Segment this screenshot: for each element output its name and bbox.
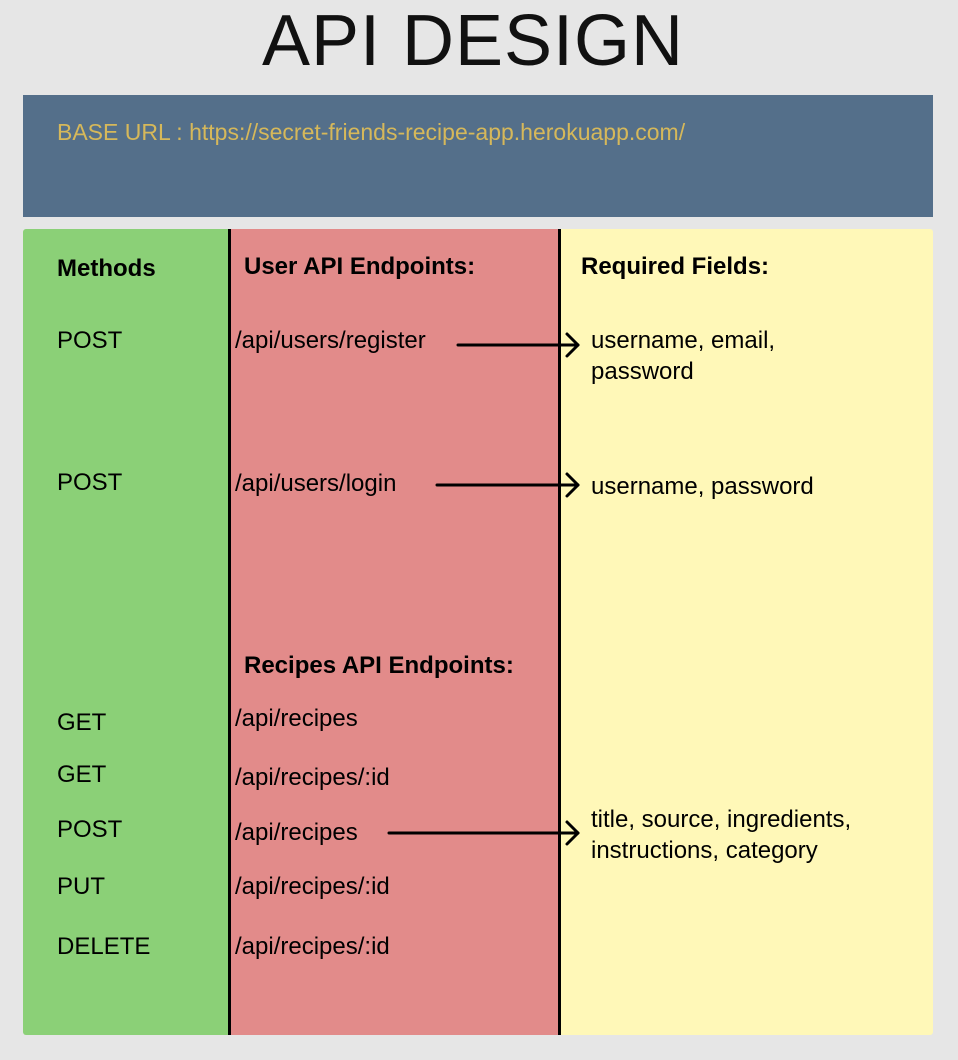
user-endpoints-heading: User API Endpoints:: [244, 253, 476, 280]
endpoints-column: [229, 229, 560, 1035]
endpoint-path: /api/users/register: [235, 327, 426, 354]
column-divider-right: [558, 229, 561, 1035]
method-label: GET: [57, 761, 107, 788]
column-divider-left: [228, 229, 231, 1035]
base-url-text: BASE URL : https://secret-friends-recipe…: [57, 119, 686, 145]
base-url-banner: BASE URL : https://secret-friends-recipe…: [23, 95, 933, 217]
endpoint-path: /api/users/login: [235, 470, 397, 497]
required-fields-heading: Required Fields:: [581, 253, 770, 280]
recipes-endpoints-heading: Recipes API Endpoints:: [244, 652, 514, 679]
endpoint-path: /api/recipes: [235, 705, 358, 732]
page-title: API DESIGN: [261, 1, 685, 81]
endpoint-path: /api/recipes/:id: [235, 933, 390, 960]
required-fields-text: username, password: [591, 473, 814, 500]
methods-heading: Methods: [57, 255, 156, 282]
method-label: PUT: [57, 873, 105, 900]
required-fields-column: [560, 229, 933, 1035]
required-fields-text: username, email,: [591, 327, 776, 354]
endpoint-path: /api/recipes/:id: [235, 873, 390, 900]
required-fields-text: title, source, ingredients,: [591, 806, 852, 833]
required-fields-text: password: [591, 358, 694, 385]
methods-column: [23, 229, 229, 1035]
endpoint-path: /api/recipes: [235, 819, 358, 846]
method-label: POST: [57, 327, 123, 354]
method-label: GET: [57, 709, 107, 736]
required-fields-text: instructions, category: [591, 837, 818, 864]
method-label: DELETE: [57, 933, 151, 960]
method-label: POST: [57, 469, 123, 496]
endpoint-path: /api/recipes/:id: [235, 764, 390, 791]
method-label: POST: [57, 816, 123, 843]
